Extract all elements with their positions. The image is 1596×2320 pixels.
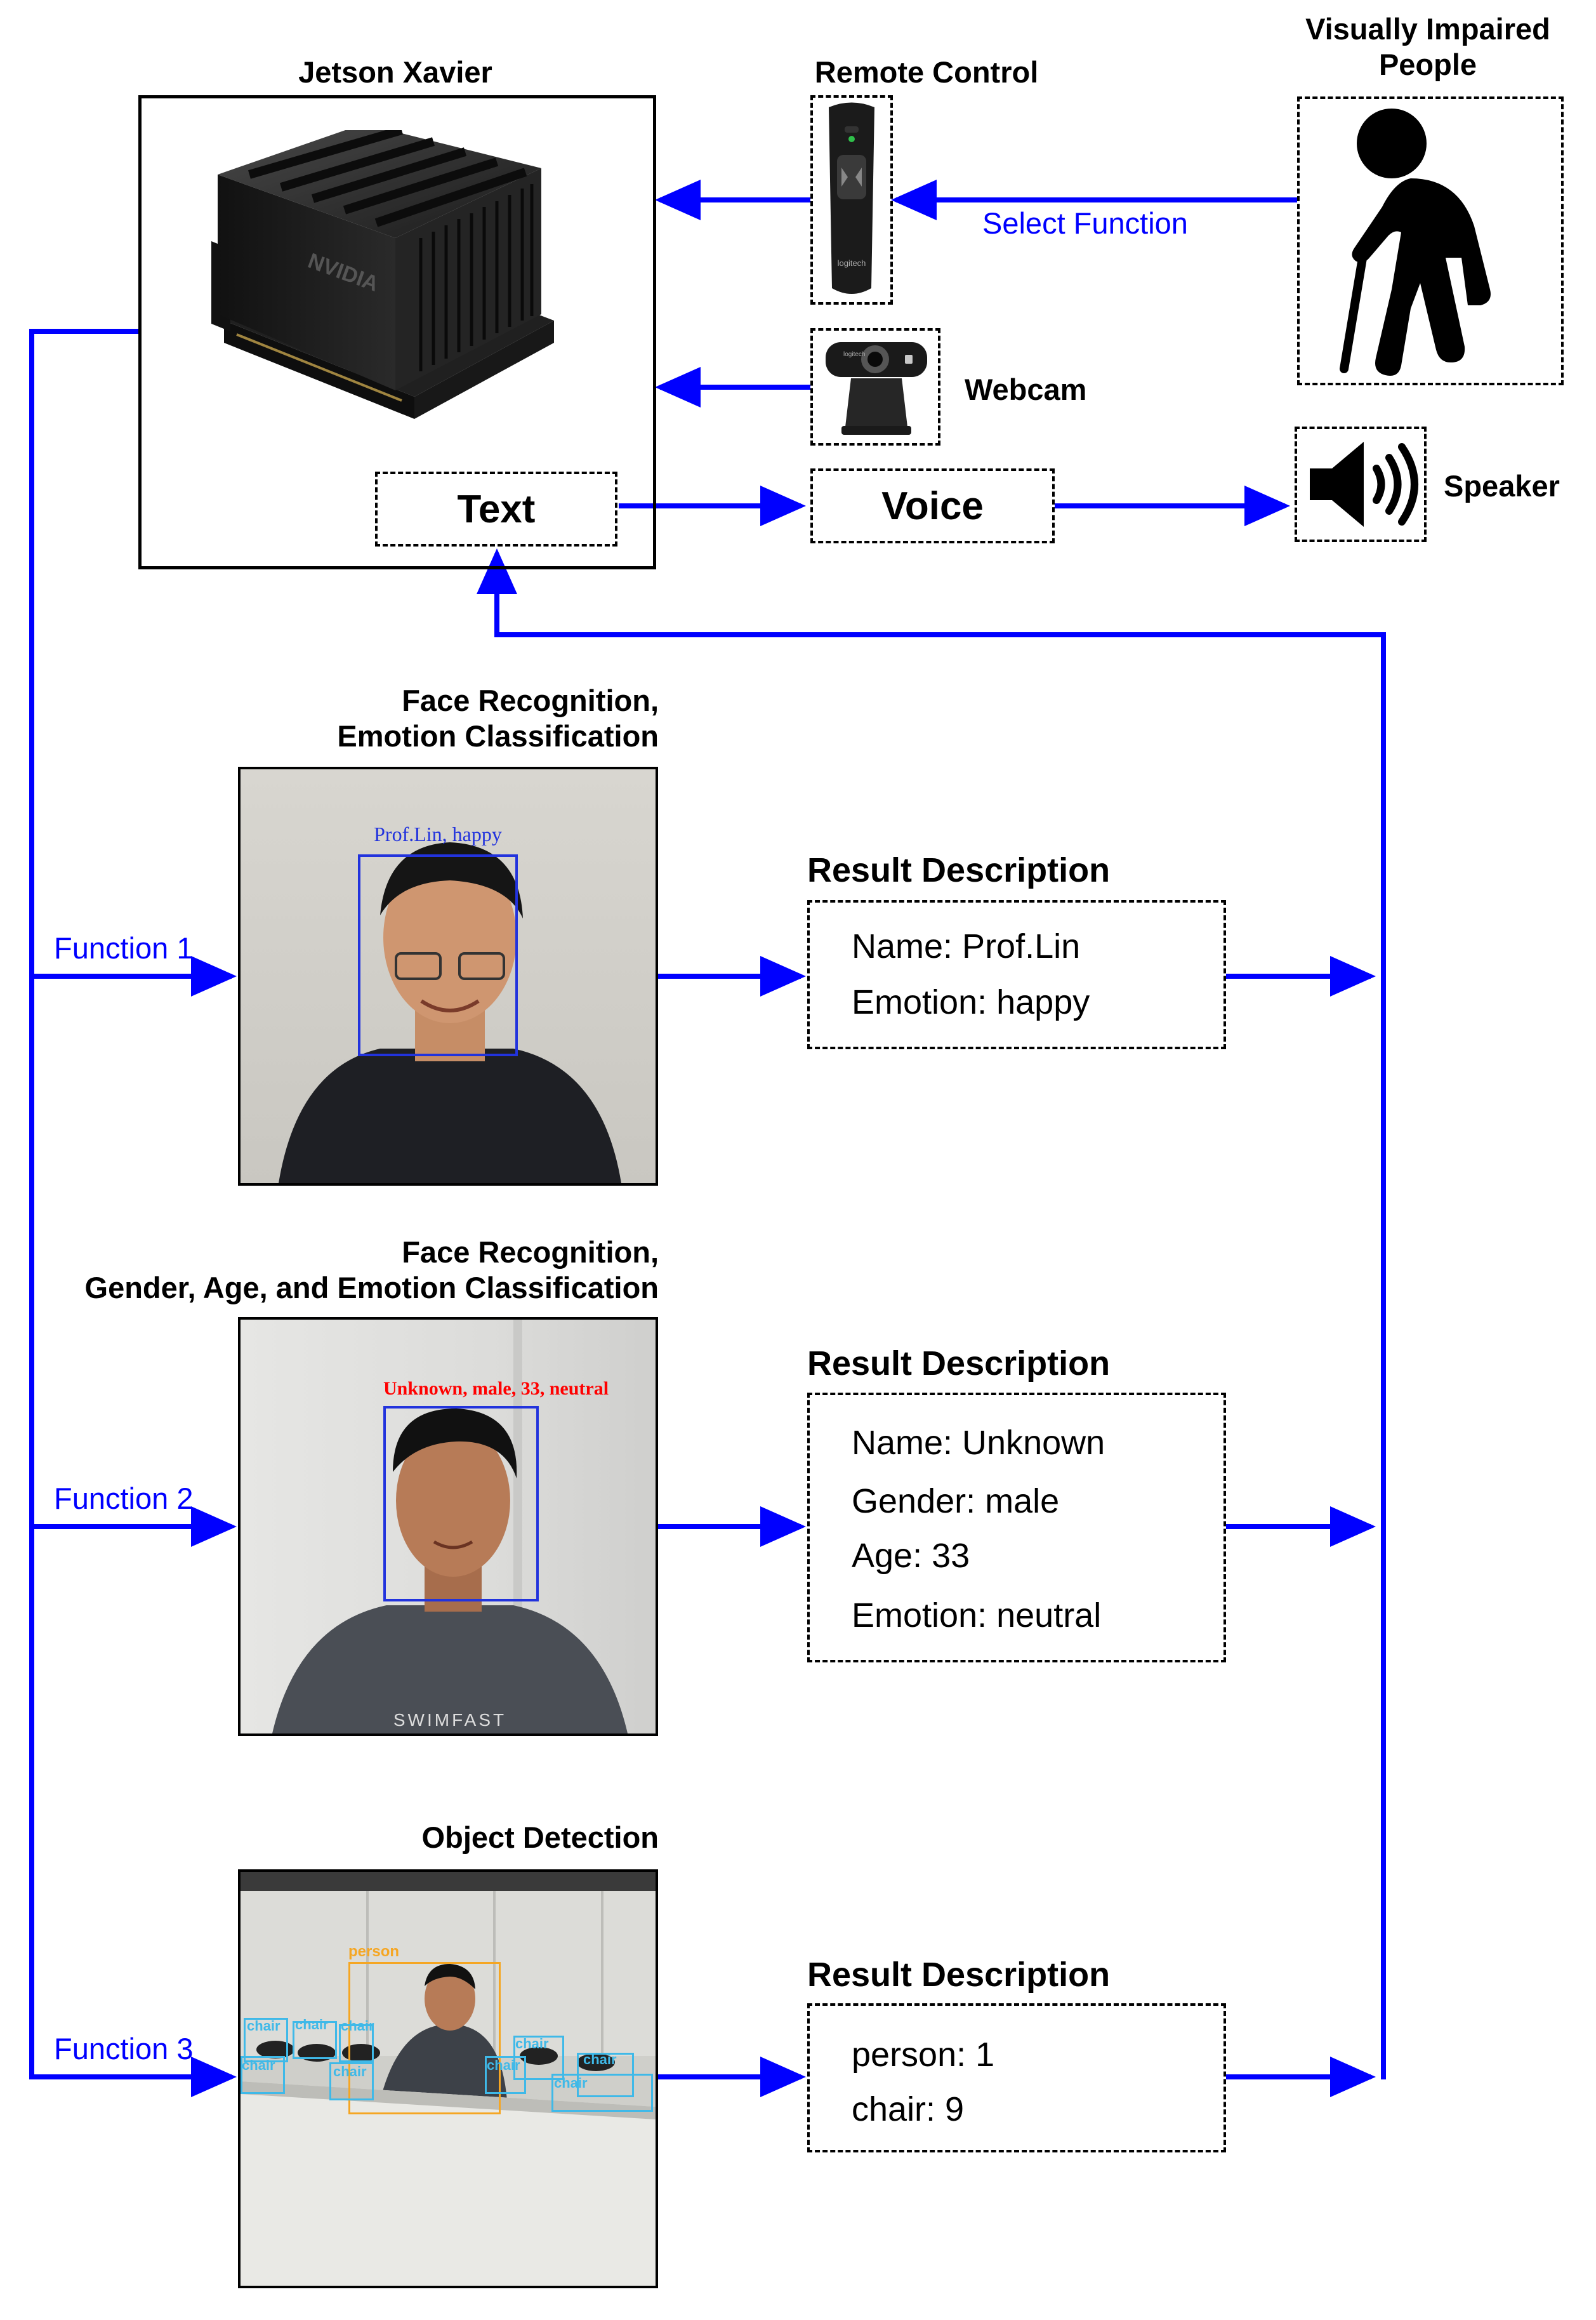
right-trunk-to-text	[477, 548, 1386, 2079]
jetson-title: Jetson Xavier	[298, 55, 492, 89]
result-1-title: Result Description	[807, 851, 1111, 889]
result-2-line-4: Emotion: neutral	[852, 1596, 1102, 1634]
function-2-label: Function 2	[54, 1481, 194, 1515]
remote-control-icon: logitech	[829, 102, 874, 294]
function-1-label: Function 1	[54, 931, 194, 965]
result-1-line-2: Emotion: happy	[852, 983, 1090, 1021]
result-2-box: Name: Unknown Gender: male Age: 33 Emoti…	[807, 1393, 1226, 1662]
result-1-line-1: Name: Prof.Lin	[852, 927, 1081, 965]
result-2-title: Result Description	[807, 1344, 1111, 1382]
person-photo-2: SWIMFAST	[272, 1320, 628, 1733]
text-box: Text	[375, 472, 617, 547]
speaker-icon	[1310, 442, 1418, 527]
result-2-line-3: Age: 33	[852, 1537, 970, 1575]
chair-box	[293, 2021, 337, 2059]
person-box	[348, 1962, 501, 2114]
user-box	[1297, 96, 1564, 385]
result-3-title: Result Description	[807, 1956, 1111, 1994]
face-label-1: Prof.Lin, happy	[374, 823, 502, 845]
user-title: Visually Impaired People	[1305, 12, 1550, 82]
svg-text:logitech: logitech	[843, 351, 865, 358]
chair-box	[244, 2018, 288, 2062]
face-box-2	[383, 1406, 539, 1601]
remote-box: logitech	[810, 95, 893, 305]
left-trunk	[29, 329, 140, 2077]
speaker-title: Speaker	[1444, 469, 1560, 503]
webcam-title: Webcam	[965, 373, 1087, 406]
person-photo-1	[279, 842, 621, 1183]
person-with-cane-icon	[1340, 109, 1491, 376]
jetson-module-icon: NVIDIA	[211, 130, 554, 419]
result-3-line-1: person: 1	[852, 2036, 995, 2074]
result-2-line-2: Gender: male	[852, 1482, 1060, 1520]
face-box-1	[358, 854, 518, 1056]
chair-box	[485, 2056, 526, 2094]
function-3-label: Function 3	[54, 2032, 194, 2065]
webcam-box: logitech	[810, 328, 940, 446]
select-function-label: Select Function	[982, 206, 1188, 240]
jetson-box: NVIDIA Text	[138, 95, 656, 569]
chair-label: chair	[515, 2036, 549, 2052]
chair-box	[329, 2062, 374, 2100]
chair-label: chair	[242, 2057, 275, 2073]
face-label-2: Unknown, male, 33, neutral	[383, 1378, 609, 1399]
chair-label: chair	[333, 2064, 367, 2079]
function-1-title: Face Recognition, Emotion Classification	[337, 684, 659, 753]
result-3-line-2: chair: 9	[852, 2090, 965, 2128]
chair-box	[339, 2024, 374, 2062]
chair-label: chair	[295, 2017, 329, 2032]
chair-box	[513, 2036, 564, 2080]
svg-text:logitech: logitech	[838, 258, 866, 268]
chair-label: chair	[341, 2018, 374, 2034]
chair-label: chair	[247, 2018, 280, 2034]
function-2-title: Face Recognition, Gender, Age, and Emoti…	[84, 1235, 659, 1305]
person-label: person	[348, 1943, 400, 1960]
function-2-photo: SWIMFAST Unknown, male, 33, neutral	[238, 1317, 658, 1736]
chair-label: chair	[583, 2052, 617, 2067]
classroom-photo	[241, 1872, 656, 2286]
chair-box	[241, 2056, 285, 2094]
chair-label: chair	[554, 2075, 588, 2091]
svg-text:SWIMFAST: SWIMFAST	[393, 1710, 506, 1730]
voice-box: Voice	[810, 468, 1055, 543]
remote-title: Remote Control	[814, 55, 1039, 89]
chair-box	[551, 2074, 653, 2112]
speaker-box	[1295, 427, 1427, 542]
result-3-box: person: 1 chair: 9	[807, 2003, 1226, 2152]
result-1-box: Name: Prof.Lin Emotion: happy	[807, 900, 1226, 1049]
result-2-line-1: Name: Unknown	[852, 1424, 1105, 1462]
function-3-photo: person chair chair chair chair chair cha…	[238, 1869, 658, 2288]
function-1-photo: Prof.Lin, happy	[238, 767, 658, 1186]
function-3-title: Object Detection	[421, 1820, 659, 1854]
webcam-icon: logitech	[826, 342, 927, 435]
